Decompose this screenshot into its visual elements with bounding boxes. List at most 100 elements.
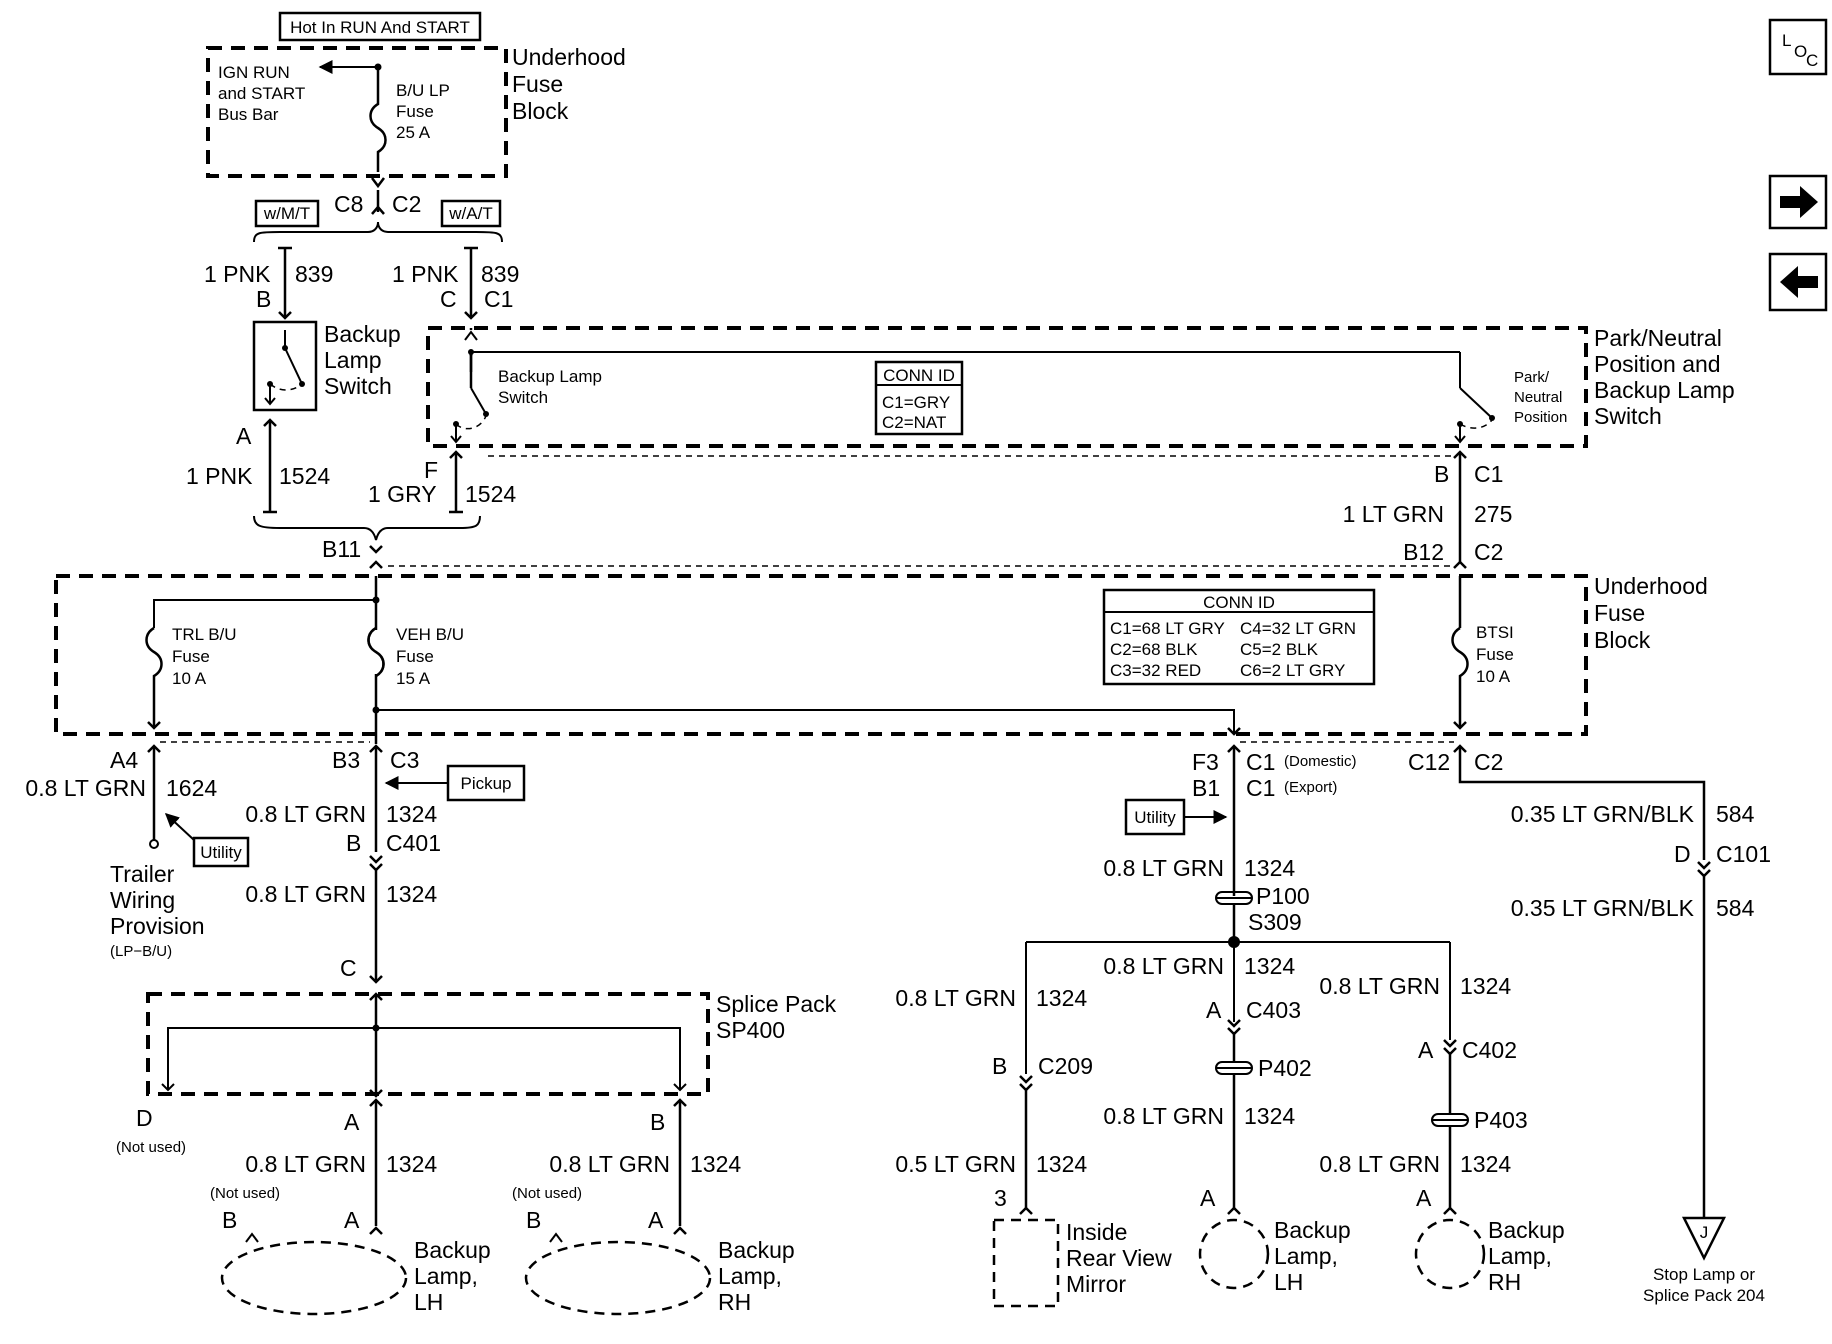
svg-text:10 A: 10 A: [172, 669, 207, 688]
svg-text:RH: RH: [1488, 1269, 1521, 1295]
stop-lamp-destination-label: Stop Lamp or Splice Pack 204: [1643, 1265, 1765, 1305]
backup-lamp-switch-contact-label: Backup Lamp Switch: [498, 367, 602, 407]
ign-bus-bar-label: IGN RUN and START Bus Bar: [218, 63, 305, 124]
svg-text:Backup: Backup: [1274, 1217, 1351, 1243]
bu-lp-fuse-symbol: [369, 67, 387, 172]
svg-text:1324: 1324: [1460, 973, 1511, 999]
svg-text:C1=GRY: C1=GRY: [882, 393, 950, 412]
svg-text:C: C: [440, 286, 457, 312]
svg-text:w/M/T: w/M/T: [263, 204, 310, 223]
svg-text:C6=2 LT GRY: C6=2 LT GRY: [1240, 661, 1345, 680]
svg-text:C12: C12: [1408, 749, 1450, 775]
svg-text:B: B: [1434, 461, 1449, 487]
svg-text:Fuse: Fuse: [1476, 645, 1514, 664]
svg-text:B: B: [650, 1109, 665, 1135]
trailer-utility-label: Utility: [192, 836, 250, 868]
park-neutral-contact-label: Park/ Neutral Position: [1514, 369, 1567, 426]
svg-text:Backup: Backup: [414, 1237, 491, 1263]
svg-text:Park/Neutral: Park/Neutral: [1594, 325, 1722, 351]
svg-text:Splice Pack: Splice Pack: [716, 991, 837, 1017]
svg-text:584: 584: [1716, 895, 1755, 921]
svg-text:Block: Block: [1594, 627, 1651, 653]
svg-text:1 PNK: 1 PNK: [186, 463, 253, 489]
svg-text:(Not used): (Not used): [116, 1139, 186, 1156]
svg-text:A: A: [1416, 1185, 1432, 1211]
svg-text:Underhood: Underhood: [1594, 573, 1708, 599]
backup-lamp-lh-label: Backup Lamp, LH: [414, 1237, 491, 1315]
svg-text:1324: 1324: [1036, 1151, 1087, 1177]
svg-text:Provision: Provision: [110, 913, 205, 939]
bu-lp-fuse-label: B/U LP Fuse 25 A: [396, 81, 450, 142]
svg-text:Lamp,: Lamp,: [1488, 1243, 1552, 1269]
svg-text:B: B: [526, 1207, 541, 1233]
svg-text:B: B: [992, 1053, 1007, 1079]
svg-text:Lamp,: Lamp,: [1274, 1243, 1338, 1269]
connector-b11-label: B11: [322, 536, 361, 562]
svg-text:10 A: 10 A: [1476, 667, 1511, 686]
off-page-reference-j[interactable]: J: [1681, 1216, 1727, 1261]
svg-text:Backup Lamp: Backup Lamp: [1594, 377, 1735, 403]
svg-text:A: A: [1206, 997, 1222, 1023]
svg-text:Backup: Backup: [718, 1237, 795, 1263]
mid-right-utility-label: Utility: [1124, 798, 1186, 836]
svg-text:C: C: [340, 955, 357, 981]
splice-pack-sp400: [146, 992, 710, 1096]
svg-text:Splice Pack 204: Splice Pack 204: [1643, 1286, 1765, 1305]
park-neutral-switch-title: Park/Neutral Position and Backup Lamp Sw…: [1594, 325, 1735, 429]
svg-text:0.8 LT GRN: 0.8 LT GRN: [1103, 953, 1224, 979]
svg-text:F3: F3: [1192, 749, 1219, 775]
svg-text:C2=68 BLK: C2=68 BLK: [1110, 640, 1198, 659]
svg-text:C4=32 LT GRN: C4=32 LT GRN: [1240, 619, 1356, 638]
previous-page-arrow-icon[interactable]: [1768, 252, 1828, 312]
loc-icon[interactable]: L O C: [1768, 18, 1828, 76]
hot-in-run-start-label: Hot In RUN And START: [278, 11, 482, 42]
svg-text:0.8 LT GRN: 0.8 LT GRN: [245, 1151, 366, 1177]
svg-text:0.8 LT GRN: 0.8 LT GRN: [1103, 855, 1224, 881]
svg-text:1324: 1324: [1244, 855, 1295, 881]
veh-bu-fuse-label: VEH B/U Fuse 15 A: [396, 625, 464, 688]
svg-text:and START: and START: [218, 84, 305, 103]
svg-text:584: 584: [1716, 801, 1755, 827]
svg-text:1 PNK: 1 PNK: [392, 261, 459, 287]
svg-text:839: 839: [481, 261, 519, 287]
svg-text:Switch: Switch: [498, 388, 548, 407]
svg-text:C2: C2: [1474, 539, 1503, 565]
backup-lamp-lh-right-symbol: [1198, 1218, 1270, 1290]
svg-text:IGN RUN: IGN RUN: [218, 63, 290, 82]
pnp-conn-id-box: CONN ID C1=GRY C2=NAT: [874, 360, 964, 436]
svg-text:CONN ID: CONN ID: [883, 366, 955, 385]
p402-pass-through: [1215, 1061, 1253, 1075]
svg-text:J: J: [1700, 1223, 1709, 1242]
svg-text:L: L: [1782, 31, 1791, 50]
svg-text:D: D: [1674, 841, 1691, 867]
svg-text:A: A: [344, 1109, 360, 1135]
svg-text:F: F: [424, 457, 438, 483]
p403-pass-through: [1431, 1113, 1469, 1127]
next-page-arrow-icon[interactable]: [1768, 174, 1828, 230]
svg-text:C1: C1: [1246, 775, 1275, 801]
svg-text:B: B: [256, 286, 271, 312]
svg-text:B: B: [222, 1207, 237, 1233]
svg-text:Underhood: Underhood: [512, 44, 626, 70]
svg-text:Park/: Park/: [1514, 369, 1550, 386]
svg-text:Bus Bar: Bus Bar: [218, 105, 279, 124]
svg-text:(Not used): (Not used): [210, 1185, 280, 1202]
svg-text:1324: 1324: [1244, 953, 1295, 979]
svg-text:A: A: [1418, 1037, 1434, 1063]
svg-text:0.35 LT GRN/BLK: 0.35 LT GRN/BLK: [1511, 801, 1695, 827]
trl-bu-fuse-label: TRL B/U Fuse 10 A: [172, 625, 237, 688]
svg-text:1324: 1324: [690, 1151, 741, 1177]
underhood-fuse-block-top-title: Underhood Fuse Block: [512, 44, 626, 124]
backup-lamp-rh-right-symbol: [1414, 1218, 1486, 1290]
svg-text:O: O: [1794, 42, 1807, 61]
svg-text:C2: C2: [1474, 749, 1503, 775]
svg-text:1524: 1524: [279, 463, 330, 489]
svg-text:Utility: Utility: [1134, 808, 1176, 827]
svg-text:Lamp,: Lamp,: [414, 1263, 478, 1289]
svg-text:C: C: [1806, 51, 1818, 70]
svg-text:C5=2 BLK: C5=2 BLK: [1240, 640, 1319, 659]
svg-text:C1: C1: [484, 286, 513, 312]
svg-text:(Export): (Export): [1284, 779, 1337, 796]
svg-text:Switch: Switch: [1594, 403, 1662, 429]
underhood-fuse-block-mid-title: Underhood Fuse Block: [1594, 573, 1708, 653]
